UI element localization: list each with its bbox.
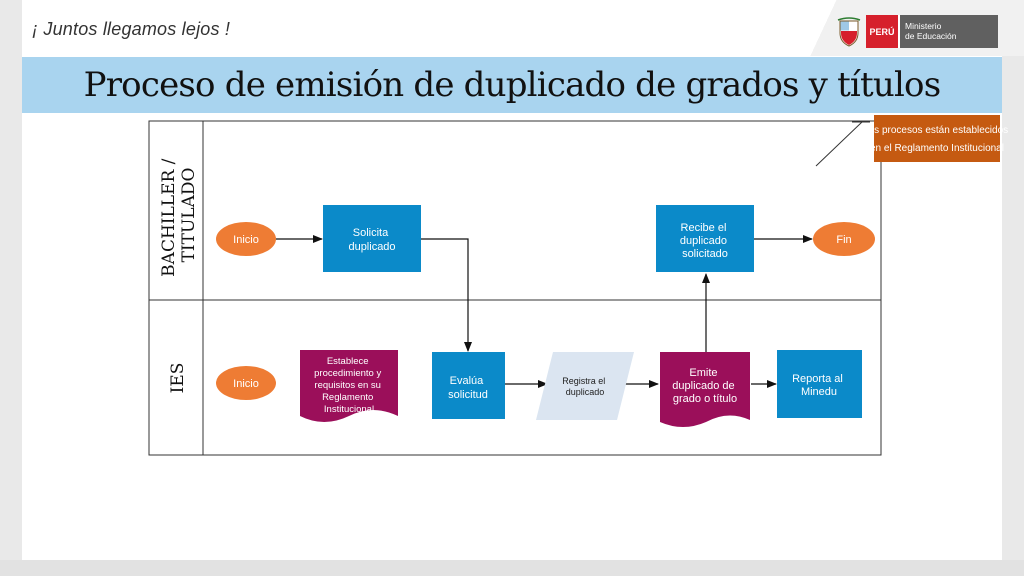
node-emite-duplicado: Emite duplicado de grado o título xyxy=(660,352,750,427)
swimlane-frame xyxy=(148,120,882,456)
coat-of-arms-icon xyxy=(836,15,862,48)
node-label: Emite duplicado de grado o título xyxy=(672,367,737,405)
ministry-logo: PERÚ Ministerio de Educación xyxy=(836,15,998,48)
connectors xyxy=(276,235,813,388)
peru-label: PERÚ xyxy=(866,15,898,48)
ministry-line-1: Ministerio xyxy=(905,21,942,31)
node-label: Inicio xyxy=(233,234,259,246)
document-shape xyxy=(660,352,750,427)
node-establece-procedimiento: Establece procedimiento y requisitos en … xyxy=(300,350,398,422)
node-recibe-duplicado: Recibe el duplicado solicitado xyxy=(656,205,754,272)
node-label: Registra el duplicado xyxy=(562,376,608,397)
arrow-solicita-to-evalua xyxy=(421,238,472,352)
process-box xyxy=(777,350,862,418)
node-evalua-solicitud: Evalúa solicitud xyxy=(432,352,505,419)
note-line: en el Reglamento Institucional xyxy=(870,143,1004,154)
lane-label-line: TITULADO xyxy=(179,168,199,263)
document-shape xyxy=(300,350,398,422)
node-label: Solicita duplicado xyxy=(348,227,395,253)
node-inicio-bachiller: Inicio xyxy=(216,222,276,256)
node-label: Evalúa solicitud xyxy=(448,375,488,401)
bottom-strip xyxy=(0,560,1024,576)
node-label: Recibe el duplicado solicitado xyxy=(680,222,730,260)
lane-label-line: BACHILLER / xyxy=(159,158,179,277)
process-box xyxy=(323,205,421,272)
ministry-name: Ministerio de Educación xyxy=(898,15,998,48)
node-label: Reporta al Minedu xyxy=(792,373,846,398)
process-box xyxy=(656,205,754,272)
data-parallelogram xyxy=(536,352,634,420)
ministry-line-2: de Educación xyxy=(905,31,957,41)
node-inicio-ies: Inicio xyxy=(216,366,276,400)
node-label: Inicio xyxy=(233,378,259,390)
start-ellipse xyxy=(216,366,276,400)
lane-label-ies: IES xyxy=(168,363,188,394)
note-box xyxy=(874,115,1000,162)
node-solicita-duplicado: Solicita duplicado xyxy=(323,205,421,272)
slogan: ¡ Juntos llegamos lejos ! xyxy=(32,19,231,39)
lane-label-bachiller: BACHILLER / TITULADO xyxy=(159,153,199,277)
start-ellipse xyxy=(216,222,276,256)
process-box xyxy=(432,352,505,419)
node-fin: Fin xyxy=(813,222,875,256)
note-text: Los procesos están establecidos en el Re… xyxy=(863,125,1011,154)
node-reporta-minedu: Reporta al Minedu xyxy=(777,350,862,418)
note-pointer xyxy=(815,121,863,167)
node-registra-duplicado: Registra el duplicado xyxy=(536,352,634,420)
page-title: Proceso de emisión de duplicado de grado… xyxy=(83,65,942,105)
note-line: Los procesos están establecidos xyxy=(863,125,1008,136)
end-ellipse xyxy=(813,222,875,256)
node-label: Establece procedimiento y requisitos en … xyxy=(314,356,384,415)
node-label: Fin xyxy=(836,234,851,246)
lane-label-line: IES xyxy=(168,363,188,394)
lane-border xyxy=(148,120,882,456)
title-bar: Proceso de emisión de duplicado de grado… xyxy=(22,57,1002,113)
